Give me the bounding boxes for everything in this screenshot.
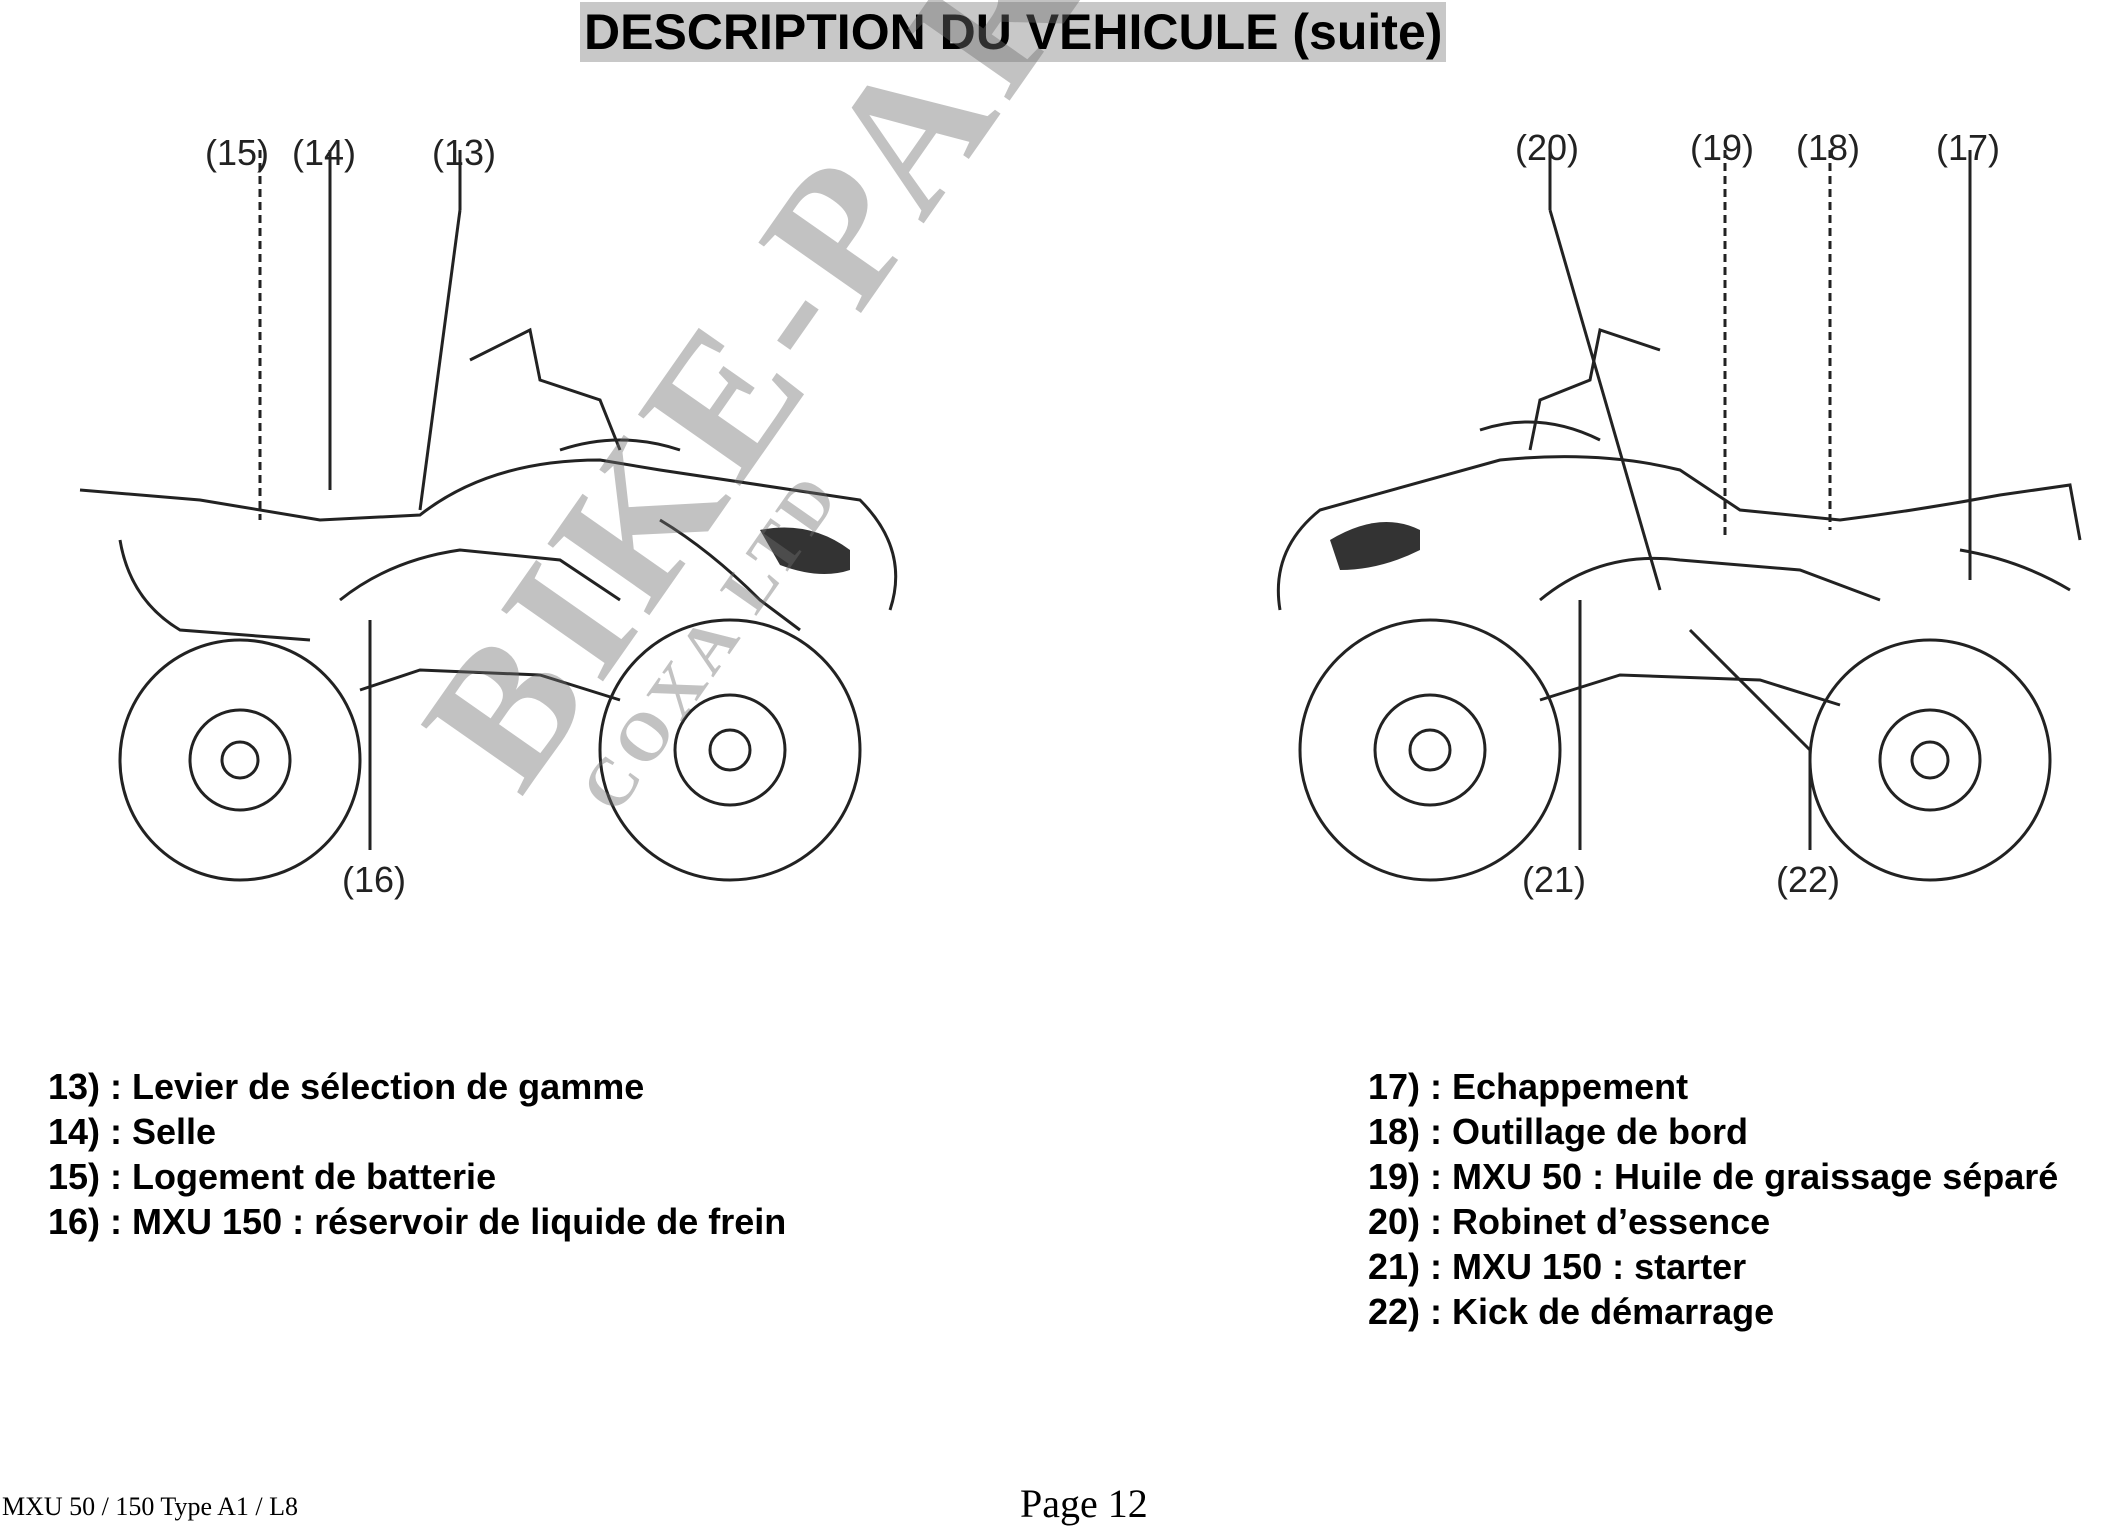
callout-17: (17) [1936, 130, 2000, 168]
front-wheel [598, 618, 862, 882]
footer-model: MXU 50 / 150 Type A1 / L8 [2, 1492, 298, 1521]
atv-right-illustration: (20) (19) (18) (17) (21) (22) [1276, 127, 2082, 900]
footer-page-number: Page 12 [1020, 1481, 1148, 1526]
legend-left: 13) : Levier de sélection de gamme 14) :… [48, 1064, 786, 1244]
callout-15: (15) [205, 132, 269, 173]
callout-19: (19) [1690, 130, 1754, 168]
legend-item-13: 13) : Levier de sélection de gamme [48, 1066, 645, 1107]
callout-16: (16) [342, 859, 406, 900]
legend-item-14: 14) : Selle [48, 1111, 217, 1152]
callout-22: (22) [1776, 859, 1840, 900]
body-outline [1276, 455, 2082, 611]
callout-21: (21) [1522, 859, 1586, 900]
legend-item-19: 19) : MXU 50 : Huile de graissage séparé [1368, 1156, 2059, 1197]
legend-item-17: 17) : Echappement [1368, 1066, 1689, 1107]
page-title: DESCRIPTION DU VEHICULE (suite) [580, 2, 1447, 62]
legend-right: 17) : Echappement 18) : Outillage de bor… [1368, 1064, 2058, 1334]
callout-14: (14) [292, 132, 356, 173]
front-wheel [1298, 618, 1562, 882]
atv-right-side-diagram: (20) (19) (18) (17) (21) (22) [1240, 127, 2119, 1000]
legend-item-20: 20) : Robinet d’essence [1368, 1201, 1771, 1242]
callout-20: (20) [1515, 130, 1579, 168]
legend-item-18: 18) : Outillage de bord [1368, 1111, 1749, 1152]
legend-item-22: 22) : Kick de démarrage [1368, 1291, 1775, 1332]
atv-left-side-diagram: (15) (14) (13) (16) [60, 130, 1060, 1000]
legend-item-21: 21) : MXU 150 : starter [1368, 1246, 1747, 1287]
callout-13: (13) [432, 132, 496, 173]
legend-item-16: 16) : MXU 150 : réservoir de liquide de … [48, 1201, 787, 1242]
atv-left-illustration: (15) (14) (13) (16) [79, 132, 898, 900]
rear-wheel [118, 638, 362, 882]
body-outline [79, 458, 898, 611]
legend-item-15: 15) : Logement de batterie [48, 1156, 497, 1197]
callout-18: (18) [1796, 130, 1860, 168]
rear-wheel [1808, 638, 2052, 882]
